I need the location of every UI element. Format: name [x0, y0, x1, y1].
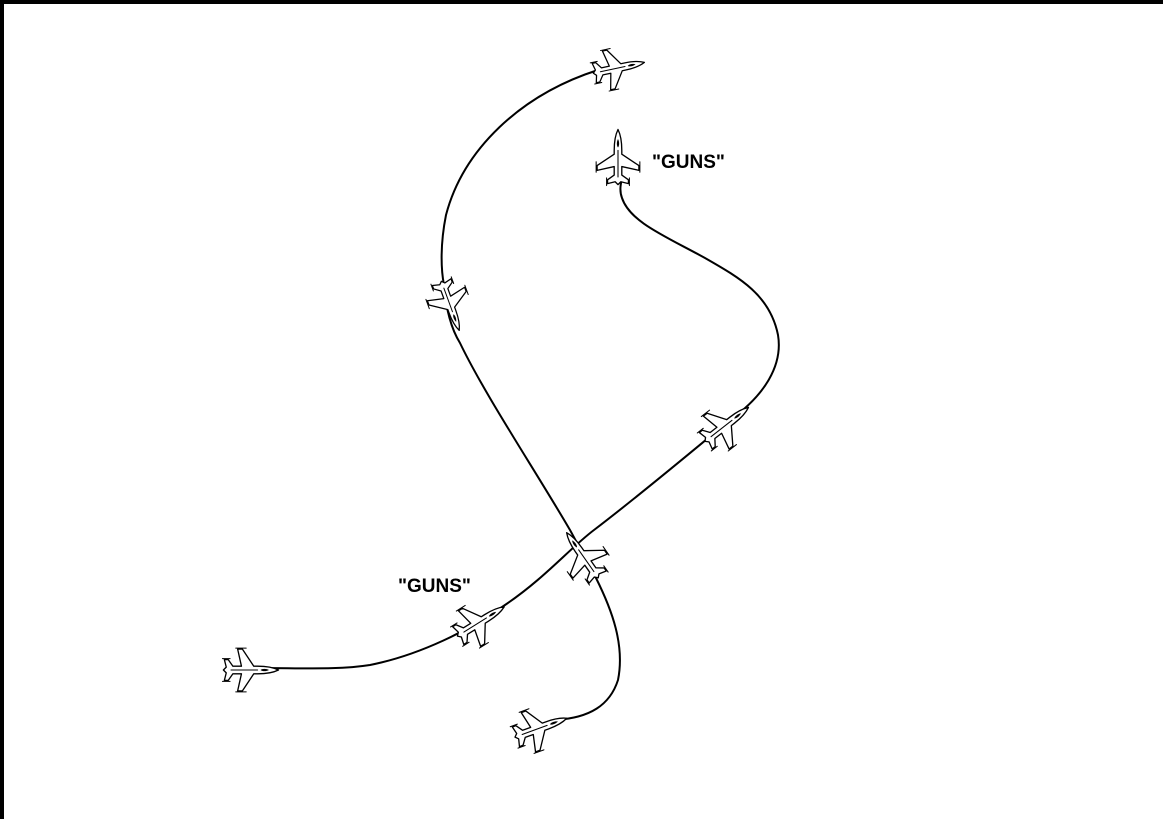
flight-path-b [440, 69, 621, 721]
aircraft-icon [420, 272, 480, 339]
aircraft-icon [444, 587, 517, 656]
aircraft-icon [587, 41, 650, 95]
aircraft-icon [690, 389, 763, 460]
guns-callout-upper: "GUNS" [652, 152, 725, 173]
aircraft-icon [548, 519, 618, 592]
flight-path-a [254, 177, 780, 670]
aircraft-icon [221, 647, 280, 693]
aircraft-icon [595, 128, 641, 187]
guns-callout-lower: "GUNS" [398, 576, 471, 597]
aircraft-icon [505, 697, 575, 759]
